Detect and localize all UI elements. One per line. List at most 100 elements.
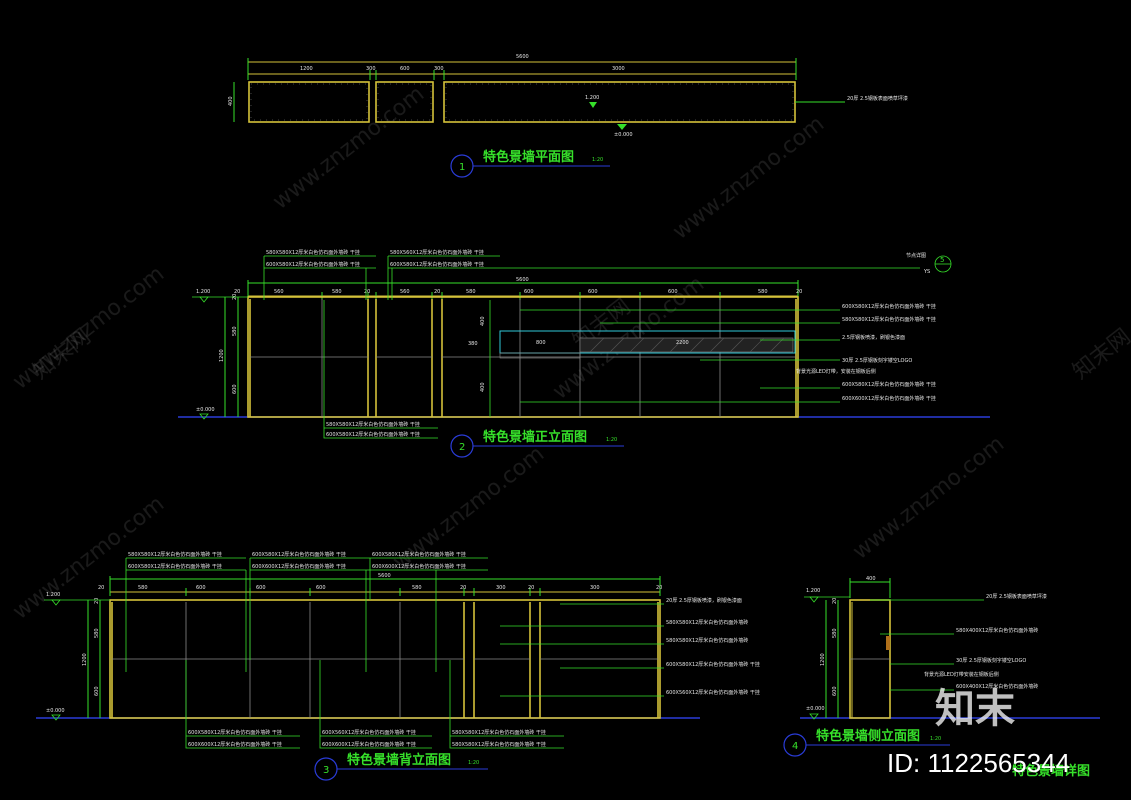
front-dim: 600 (668, 289, 678, 295)
front-dim: 20 (434, 289, 440, 295)
back-note: 20厚 2.5厚钢板喷漆，刷银色漆面 (666, 597, 742, 604)
level-marker-icon (199, 296, 209, 303)
plan-note: 20厚 2.5钢板表面喷草坪漆 (847, 95, 908, 102)
back-dim: 600 (256, 585, 266, 591)
plan-dim: 600 (400, 66, 410, 72)
detail-sign-ref: YS (923, 269, 930, 275)
back-scale: 1:20 (468, 760, 479, 766)
plan-dim: 1200 (300, 66, 313, 72)
back-left-dim: 1200 (82, 653, 88, 666)
sign-panel (499, 330, 796, 354)
plan-wall-segment (443, 81, 796, 123)
side-title: 特色景墙侧立面图 (816, 728, 920, 744)
front-overall-dim: 5600 (516, 277, 529, 283)
front-dim: 580 (332, 289, 342, 295)
side-left-dim: 20 (832, 598, 838, 604)
plan-dim: 300 (366, 66, 376, 72)
front-note: 背景光源LED灯带，安装在钢板后侧 (796, 368, 876, 375)
back-overall-dim: 5600 (378, 573, 391, 579)
side-note: 600X400X12厚米白色仿石面外墙砖 (956, 683, 1038, 690)
level-marker-icon (51, 714, 61, 721)
back-left-dim: 600 (94, 686, 100, 696)
side-scale: 1:20 (930, 736, 941, 742)
side-left-dim: 600 (832, 686, 838, 696)
front-dim: 20 (364, 289, 370, 295)
plan-title: 特色景墙平面图 (483, 149, 574, 165)
side-number: 4 (792, 741, 798, 752)
front-note: 580X580X12厚米白色仿石面外墙砖 干挂 (266, 249, 360, 256)
back-note: 600X600X12厚米白色仿石面外墙砖 干挂 (188, 741, 282, 748)
back-level-top: 1.200 (46, 592, 60, 598)
plan-dim: 300 (434, 66, 444, 72)
level-marker-icon (589, 102, 597, 108)
back-note: 600X580X12厚米白色仿石面外墙砖 干挂 (128, 563, 222, 570)
back-elevation: 5600 20 580 600 600 600 580 20 300 20 30… (36, 551, 760, 781)
watermark-text: www.znzmo.com (668, 111, 829, 244)
front-dim: 600 (524, 289, 534, 295)
front-dim: 600 (588, 289, 598, 295)
front-inner-dim: 800 (536, 340, 546, 346)
side-caption-extra: 特色景墙详图 (1012, 763, 1090, 779)
plan-dim: 3000 (612, 66, 625, 72)
back-dim: 600 (196, 585, 206, 591)
brand-logo: 知末 (935, 686, 1015, 732)
side-level-base: ±0.000 (806, 706, 825, 712)
back-dim: 300 (496, 585, 506, 591)
back-note: 600X560X12厚米白色仿石面外墙砖 干挂 (666, 689, 760, 696)
front-note: 600X580X12厚米白色仿石面外墙砖 干挂 (390, 261, 484, 268)
back-note: 600X560X12厚米白色仿石面外墙砖 干挂 (322, 729, 416, 736)
back-note: 580X580X12厚米白色仿石面外墙砖 (666, 637, 748, 644)
front-left-dim: 580 (232, 326, 238, 336)
side-level-top: 1.200 (806, 588, 820, 594)
side-note: 30厚 2.5厚钢板刻字镂空LOGO (956, 657, 1026, 664)
side-left-dim: 580 (832, 628, 838, 638)
level-marker-icon (617, 124, 627, 130)
front-dim: 560 (274, 289, 284, 295)
front-dim: 560 (400, 289, 410, 295)
back-dim: 20 (98, 585, 104, 591)
back-note: 600X580X12厚米白色仿石面外墙砖 干挂 (666, 661, 760, 668)
plan-number: 1 (459, 162, 465, 173)
front-inner-dim: 2200 (676, 340, 689, 346)
front-elevation: 5600 20 560 580 20 560 20 580 600 600 60… (178, 249, 990, 458)
front-inner-dim: 380 (468, 341, 478, 347)
plan-scale: 1:20 (592, 157, 603, 163)
image-id-text: ID: 1122565344 (887, 748, 1070, 778)
front-note: 600X580X12厚米白色仿石面外墙砖 干挂 (266, 261, 360, 268)
back-note: 600X600X12厚米白色仿石面外墙砖 干挂 (252, 563, 346, 570)
side-width-dim: 400 (866, 576, 876, 582)
plan-view: 5600 1200 300 600 300 3000 400 1.200 ±0.… (228, 54, 908, 178)
front-dim: 580 (758, 289, 768, 295)
back-left-dim: 20 (94, 598, 100, 604)
front-title: 特色景墙正立面图 (483, 429, 587, 445)
watermark-brand: 知末网 (1068, 324, 1131, 384)
front-note: 600X580X12厚米白色仿石面外墙砖 干挂 (326, 431, 420, 438)
back-note: 580X580X12厚米白色仿石面外墙砖 干挂 (452, 741, 546, 748)
back-dim: 20 (656, 585, 662, 591)
back-dim: 300 (590, 585, 600, 591)
front-scale: 1:20 (606, 437, 617, 443)
front-note: 600X580X12厚米白色仿石面外墙砖 干挂 (842, 381, 936, 388)
plan-wall-segment (248, 81, 370, 123)
back-note: 600X600X12厚米白色仿石面外墙砖 干挂 (322, 741, 416, 748)
back-dim: 20 (460, 585, 466, 591)
back-note: 580X580X12厚米白色仿石面外墙砖 干挂 (452, 729, 546, 736)
detail-sign-number: 5 (940, 256, 944, 264)
front-note: 600X600X12厚米白色仿石面外墙砖 干挂 (842, 395, 936, 402)
side-elevation: 400 20 580 1200 600 1.200 ±0.000 20厚 2.5… (783, 576, 1100, 779)
plan-wall-segment (375, 81, 434, 123)
back-number: 3 (323, 765, 329, 776)
back-note: 580X580X12厚米白色仿石面外墙砖 (666, 619, 748, 626)
front-note: 580X580X12厚米白色仿石面外墙砖 干挂 (842, 316, 936, 323)
front-inner-dim: 400 (480, 382, 486, 392)
watermark-text: www.znzmo.com (8, 261, 169, 394)
plan-level-top: 1.200 (585, 95, 599, 101)
back-title: 特色景墙背立面图 (347, 752, 451, 768)
front-inner-dim: 400 (480, 316, 486, 326)
back-dim: 580 (412, 585, 422, 591)
side-note: 580X400X12厚米白色仿石面外墙砖 (956, 627, 1038, 634)
front-level-top: 1.200 (196, 289, 210, 295)
back-dim: 600 (316, 585, 326, 591)
front-note: 600X580X12厚米白色仿石面外墙砖 干挂 (842, 303, 936, 310)
